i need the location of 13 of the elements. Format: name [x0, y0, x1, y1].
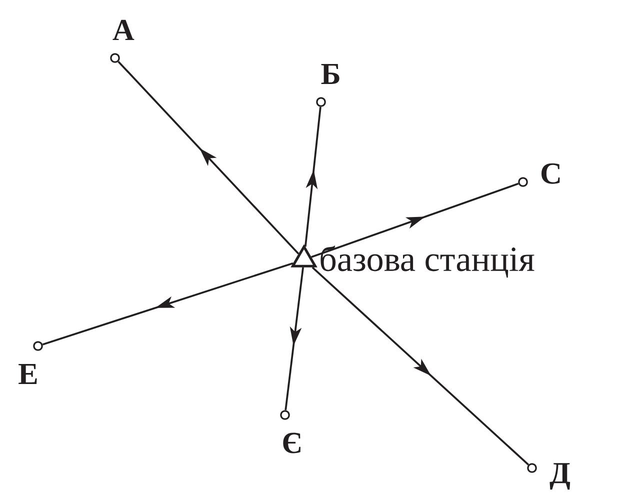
- arrow: [312, 266, 530, 466]
- node-label: Б: [321, 64, 340, 84]
- node-label: Е: [18, 364, 37, 384]
- arrow: [304, 106, 322, 247]
- node-label: А: [112, 20, 134, 40]
- arrow: [118, 60, 300, 254]
- caption-text: базова станція: [320, 246, 534, 278]
- arrow: [42, 262, 294, 346]
- node-label: Д: [550, 463, 570, 490]
- arrow: [284, 267, 304, 410]
- arrow: [311, 182, 519, 258]
- node-label: С: [542, 163, 560, 184]
- node-label: Є: [283, 432, 300, 454]
